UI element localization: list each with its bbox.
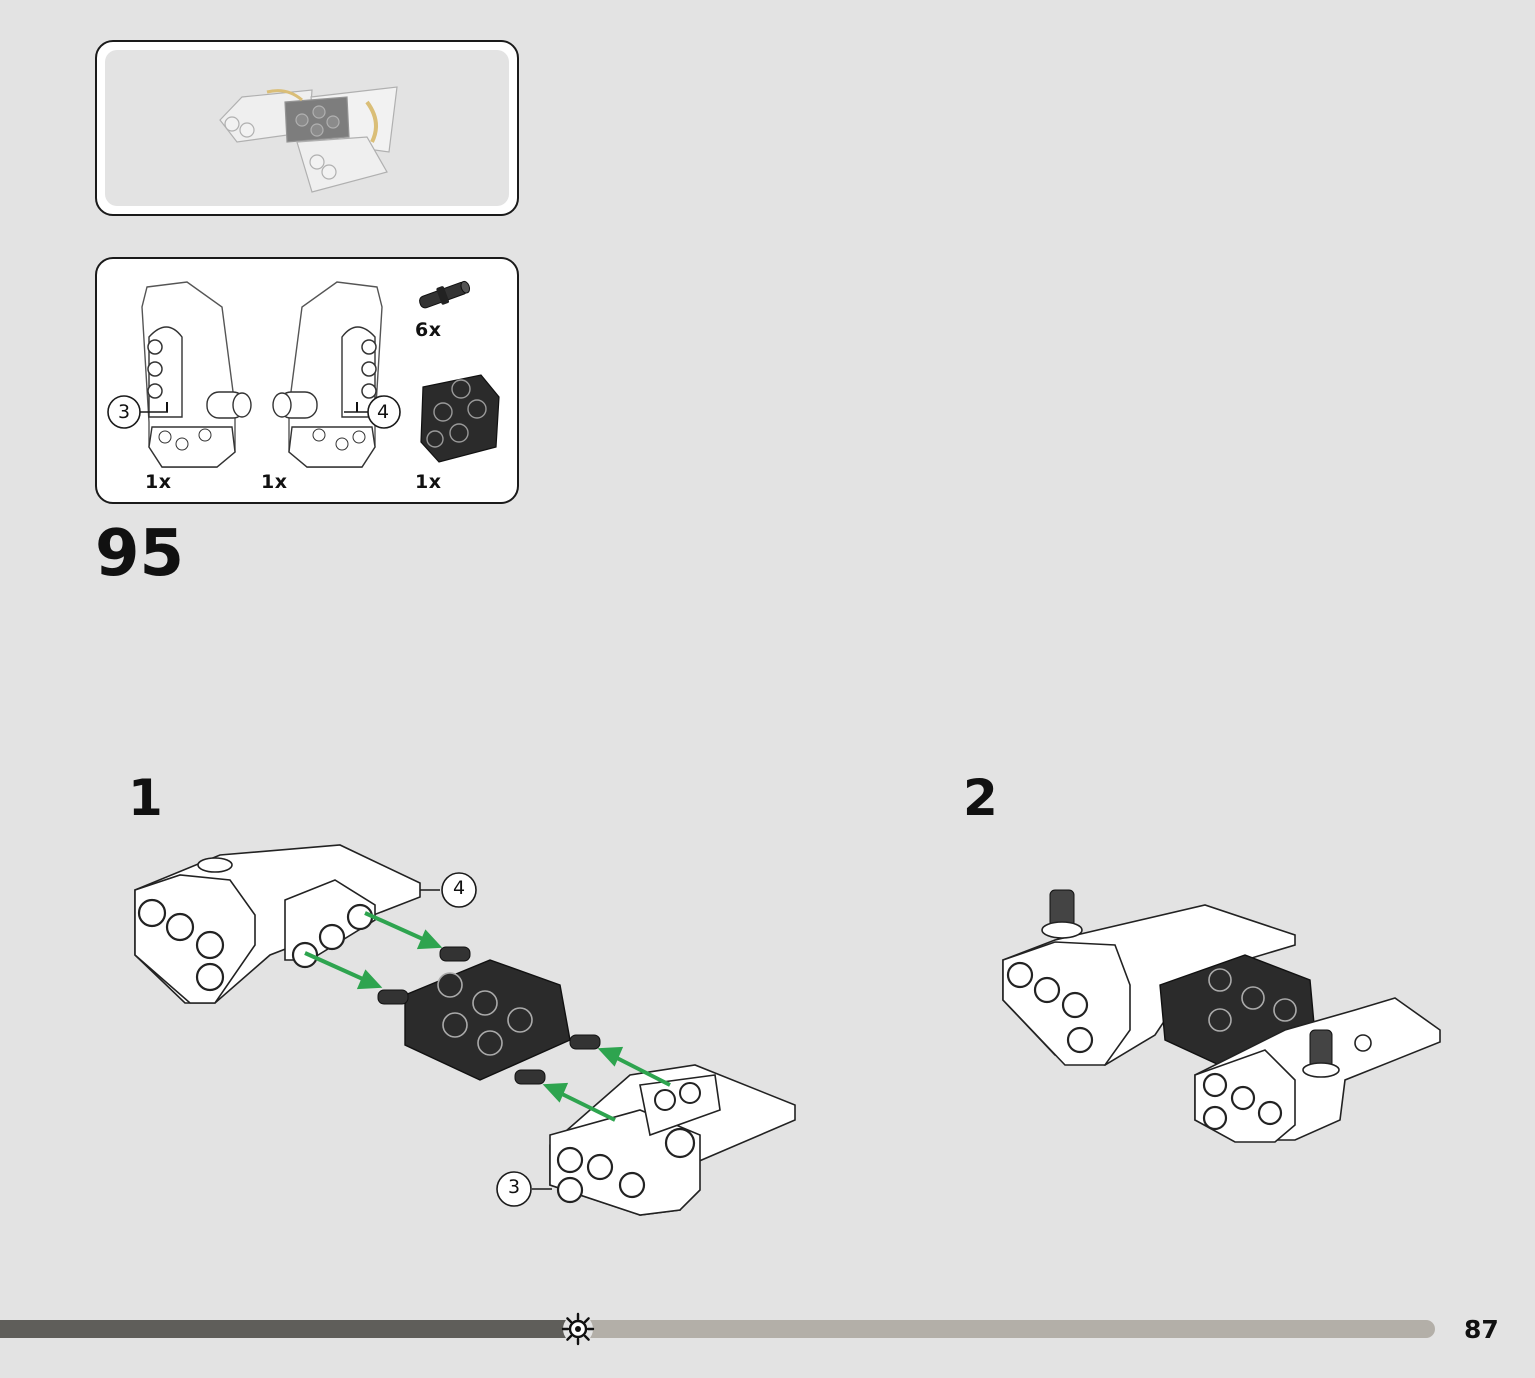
qty-connector-pin: 6x <box>415 319 442 341</box>
connector-pin-image <box>419 280 471 309</box>
progress-bar-track <box>0 1312 1435 1346</box>
callout-4-parts <box>344 395 401 429</box>
substep-1-illustration <box>134 844 796 1216</box>
substep-2-illustration <box>1002 889 1441 1143</box>
callout-3-step1-label: 3 <box>508 1176 521 1198</box>
black-connector-block-image <box>420 374 500 463</box>
callout-4-step1-label: 4 <box>453 877 466 899</box>
substep-2-number: 2 <box>963 769 998 827</box>
page-number: 87 <box>1464 1315 1499 1344</box>
parts-list-box: 3 4 1x 1x 6x 1x <box>95 257 519 504</box>
qty-panel-right: 1x <box>261 471 288 493</box>
progress-bar-done <box>0 1320 578 1338</box>
panel-left-image <box>141 281 252 468</box>
assembly-preview-image <box>219 86 398 193</box>
step-number: 95 <box>95 517 185 591</box>
callout-3-parts-label: 3 <box>118 401 131 423</box>
substep-1-number: 1 <box>128 769 163 827</box>
callout-4-parts-label: 4 <box>377 401 390 423</box>
callout-3-parts <box>107 395 168 429</box>
gear-icon <box>561 1312 595 1346</box>
qty-black-connector-block: 1x <box>415 471 442 493</box>
qty-panel-left: 1x <box>145 471 172 493</box>
assembly-preview-box <box>95 40 519 216</box>
panel-right-image <box>272 281 383 468</box>
